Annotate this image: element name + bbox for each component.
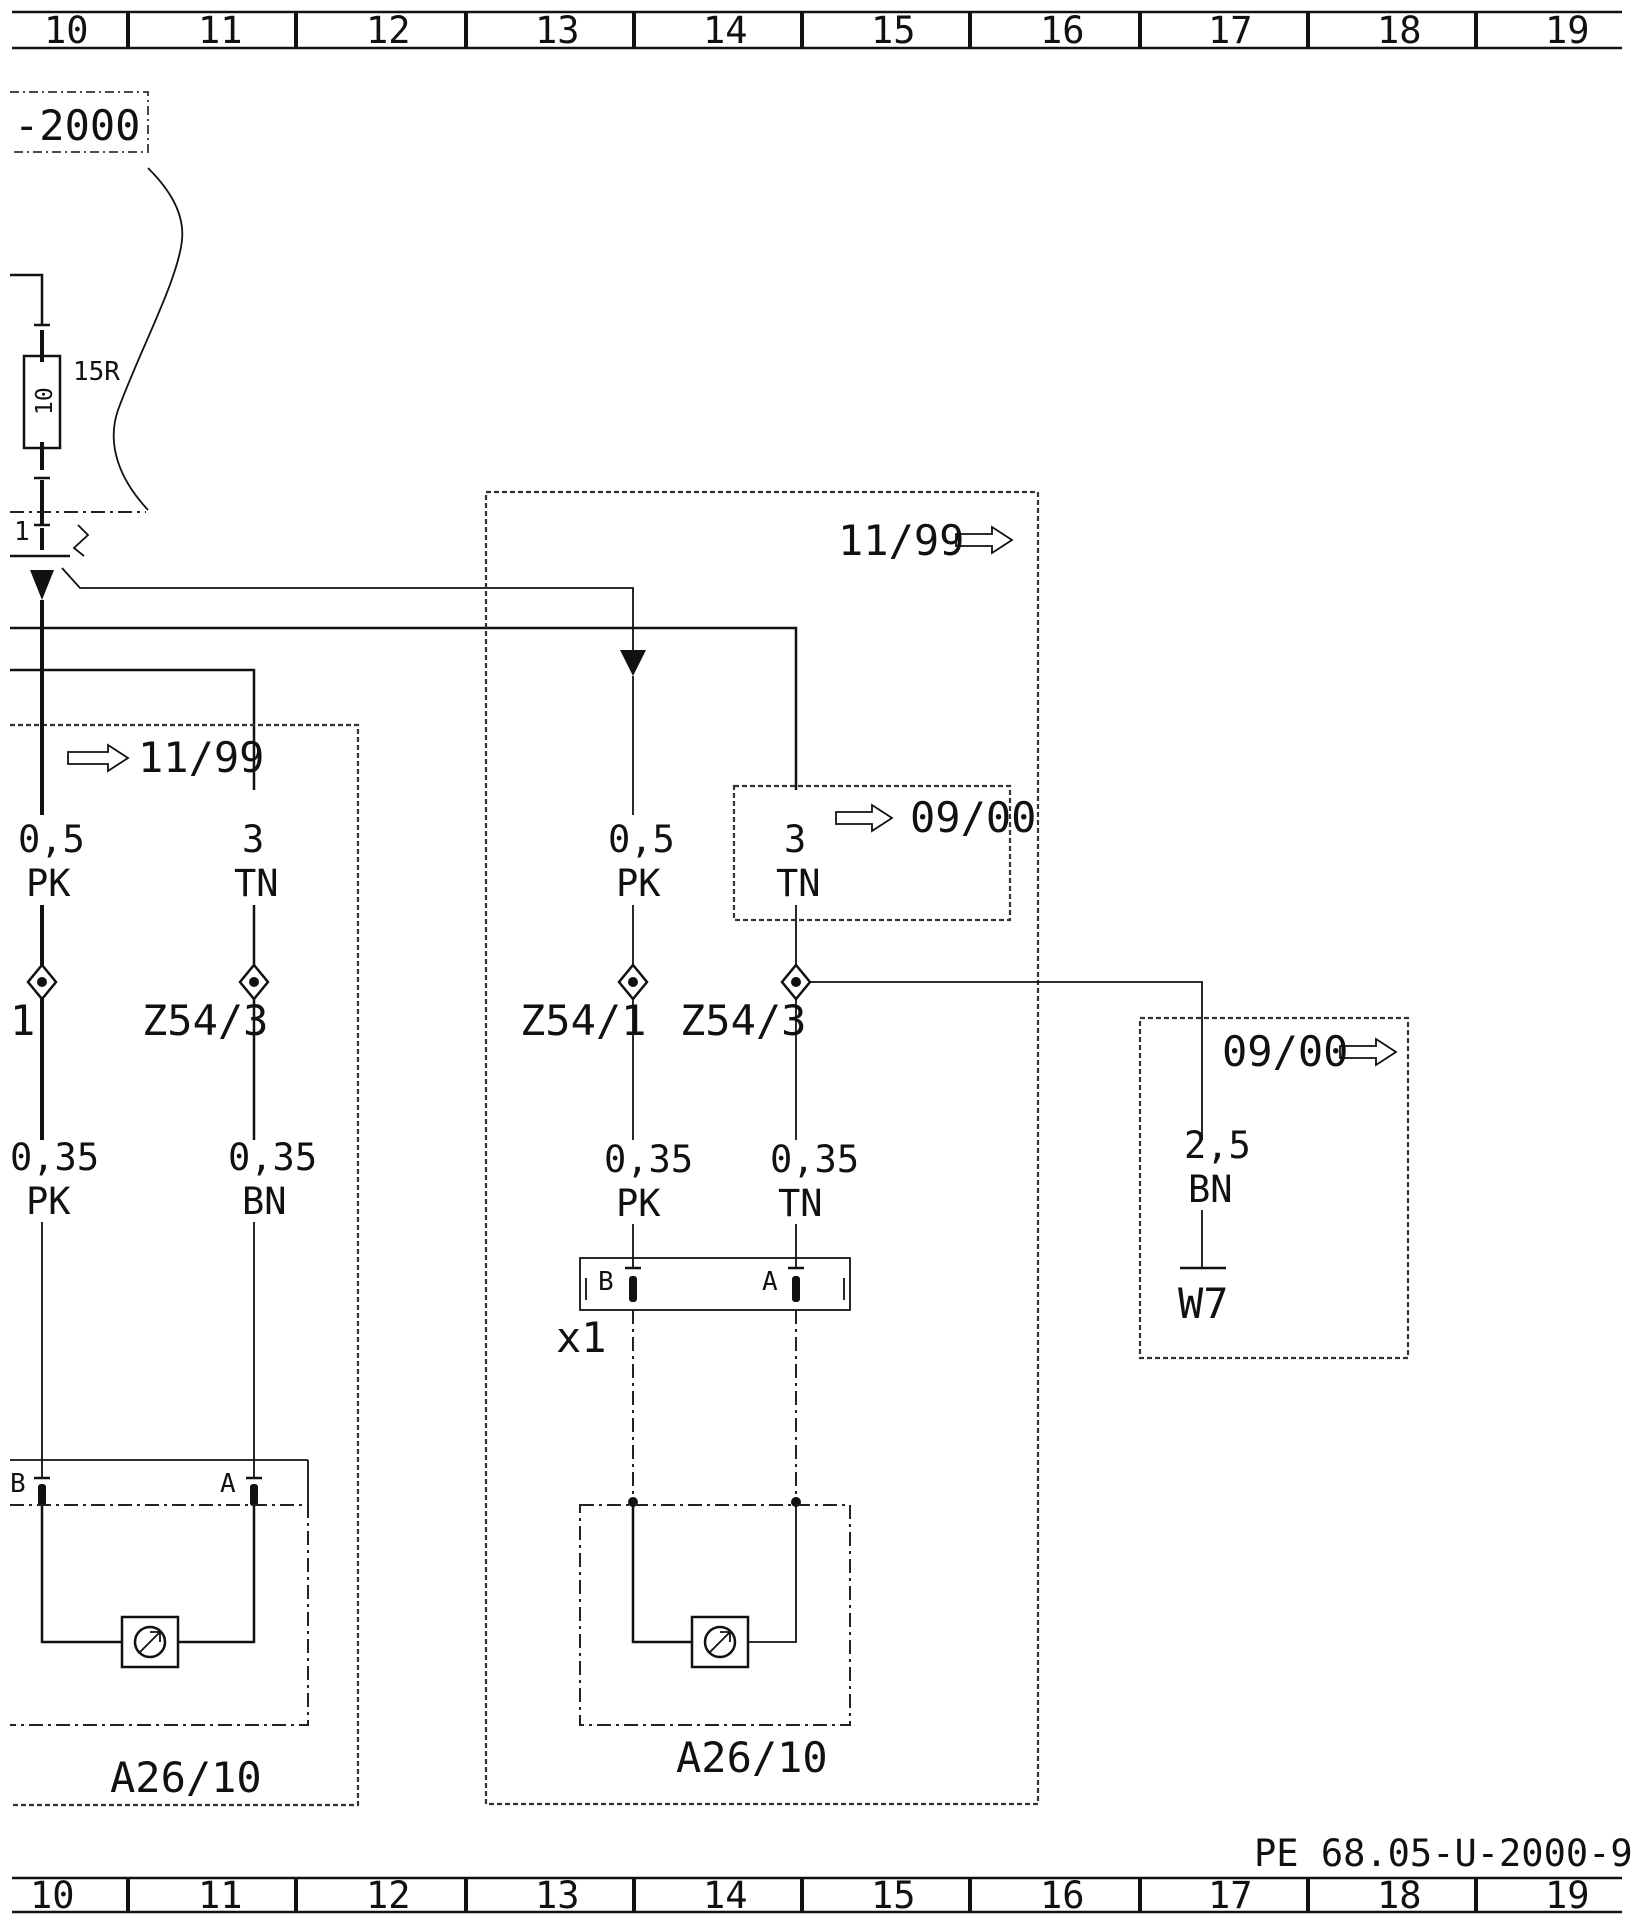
left-pin-b: B — [10, 1469, 26, 1499]
feed-line-tn — [10, 626, 798, 790]
center-group: 11/99 09/00 0,5 PK Z54/1 0,35 PK 3 TN Z5… — [484, 490, 1040, 1806]
center-date-arrow-icon — [955, 525, 1014, 555]
right-date-arrow-icon — [1339, 1037, 1398, 1067]
bottom-col-13: 13 — [535, 1874, 580, 1917]
center-w1-color-bottom: PK — [616, 1182, 661, 1225]
bottom-col-15: 15 — [871, 1874, 916, 1917]
left-w1-gauge-bottom: 0,35 — [10, 1136, 99, 1179]
doc-reference: PE 68.05-U-2000-99E — [1254, 1832, 1632, 1875]
top-col-13: 13 — [535, 9, 580, 52]
center-w1-gauge-top: 0,5 — [608, 818, 675, 861]
top-grid-strip: 10 11 12 13 14 15 16 17 18 19 — [12, 9, 1622, 52]
bottom-col-17: 17 — [1208, 1874, 1253, 1917]
bottom-col-11: 11 — [198, 1874, 243, 1917]
left-w2-gauge-bottom: 0,35 — [228, 1136, 317, 1179]
left-sensor-icon — [120, 1615, 180, 1669]
left-group: 11/99 0,5 PK 1 0,35 PK 3 TN Z54/3 0,35 B… — [10, 600, 360, 1807]
left-date-ref: 11/99 — [138, 733, 264, 782]
top-col-15: 15 — [871, 9, 916, 52]
left-date-arrow-icon — [67, 743, 130, 773]
center-component: A26/10 — [676, 1733, 828, 1782]
left-w2-color-bottom: BN — [242, 1180, 287, 1223]
partial-ref-label: -2000 — [14, 101, 140, 150]
left-component: A26/10 — [110, 1753, 262, 1802]
top-col-17: 17 — [1208, 9, 1253, 52]
top-col-12: 12 — [366, 9, 411, 52]
left-w2-color-top: TN — [234, 862, 279, 905]
left-w1-color-bottom: PK — [26, 1180, 71, 1223]
right-group: 09/00 2,5 BN W7 — [810, 981, 1410, 1360]
left-w1-gauge-top: 0,5 — [18, 818, 85, 861]
right-date-ref: 09/00 — [1222, 1027, 1348, 1076]
center-w1-gauge-bottom: 0,35 — [604, 1138, 693, 1181]
bottom-grid-strip: 10 11 12 13 14 15 16 17 18 19 — [12, 1874, 1622, 1917]
top-col-10: 10 — [44, 9, 89, 52]
left-w2-splice: Z54/3 — [142, 996, 268, 1045]
fuse-label: 15R — [73, 357, 120, 387]
center-w2-splice: Z54/3 — [680, 996, 806, 1045]
top-col-19: 19 — [1545, 9, 1590, 52]
center-w2-gauge-bottom: 0,35 — [770, 1138, 859, 1181]
down-arrow-left — [30, 570, 54, 600]
center-sensor-icon — [690, 1615, 750, 1669]
fuse-value: 10 — [32, 387, 58, 415]
connector-x1 — [579, 1257, 851, 1311]
bottom-col-19: 19 — [1545, 1874, 1590, 1917]
ground-label: W7 — [1178, 1279, 1229, 1328]
right-gauge: 2,5 — [1184, 1124, 1251, 1167]
connector-x1-label: x1 — [556, 1313, 607, 1362]
left-pin-a: A — [220, 1469, 236, 1499]
top-col-14: 14 — [703, 9, 748, 52]
bottom-col-18: 18 — [1377, 1874, 1422, 1917]
center-w1-splice: Z54/1 — [520, 996, 646, 1045]
center-date-ref: 11/99 — [838, 516, 964, 565]
down-arrow-center — [620, 650, 646, 676]
boundary-curve — [112, 167, 184, 511]
center-pin-b: B — [598, 1267, 614, 1297]
inner-date-arrow-icon — [835, 803, 894, 833]
feed-line-center — [61, 567, 634, 652]
center-w2-gauge-top: 3 — [784, 818, 806, 861]
center-w2-color-top: TN — [776, 862, 821, 905]
left-w1-splice: 1 — [10, 996, 35, 1045]
fuse-15r: 10 15R 1 — [10, 273, 120, 557]
bottom-col-16: 16 — [1040, 1874, 1085, 1917]
feed-line-left-tn — [10, 668, 256, 790]
left-w1-color-top: PK — [26, 862, 71, 905]
bottom-col-14: 14 — [703, 1874, 748, 1917]
center-w2-color-bottom: TN — [778, 1182, 823, 1225]
center-pin-a: A — [762, 1267, 778, 1297]
center-inner-date-ref: 09/00 — [910, 793, 1036, 842]
bottom-col-10: 10 — [30, 1874, 75, 1917]
top-col-11: 11 — [198, 9, 243, 52]
partial-ref-box: -2000 — [10, 91, 149, 153]
center-w1-color-top: PK — [616, 862, 661, 905]
fuse-pin: 1 — [14, 517, 30, 547]
top-col-16: 16 — [1040, 9, 1085, 52]
left-w2-gauge-top: 3 — [242, 818, 264, 861]
bottom-col-12: 12 — [366, 1874, 411, 1917]
right-color: BN — [1188, 1168, 1233, 1211]
top-col-18: 18 — [1377, 9, 1422, 52]
